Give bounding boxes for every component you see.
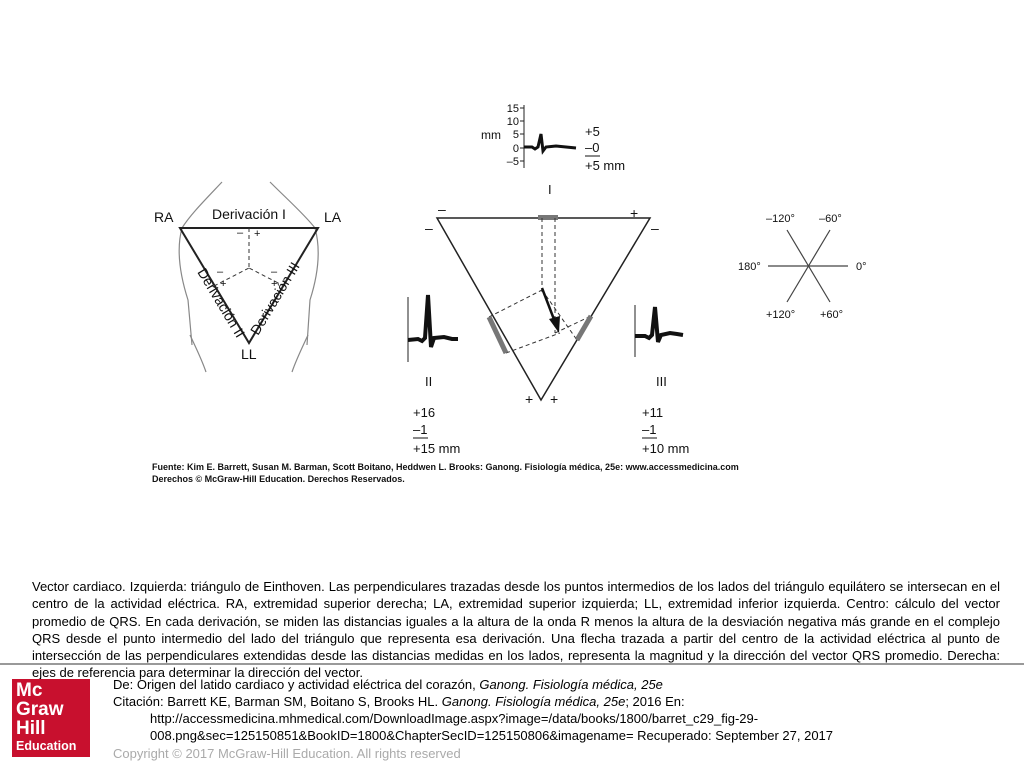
mean-qrs-vector-arrow (540, 287, 557, 323)
center-top-left-minus: – (438, 201, 446, 217)
lead1-plus-sign: + (254, 228, 260, 240)
center-right-minus: – (651, 220, 659, 236)
divider (0, 663, 1024, 665)
axis-unit-label: mm (481, 128, 501, 142)
lead1-value-net: +5 mm (585, 158, 625, 173)
lead3-plus-sign: + (271, 278, 277, 290)
lead3-name: III (656, 374, 667, 389)
einthoven-figure: RA LA LL Derivación I Derivación II Deri… (154, 103, 867, 456)
lead3-value-net: +10 mm (642, 441, 689, 456)
lead2-plus-sign: + (220, 278, 226, 290)
source-line-2: Derechos © McGraw-Hill Education. Derech… (152, 474, 405, 484)
angle-minus120: –120° (766, 213, 795, 225)
ll-label: LL (241, 346, 257, 362)
lead1-value-r: +5 (585, 124, 600, 139)
lead1-value-s: –0 (585, 140, 599, 155)
axis-tick-0: 0 (513, 143, 519, 155)
from-line: De: Origen del latido cardiaco y activid… (113, 677, 663, 692)
angle-180: 180° (738, 261, 761, 273)
angle-0: 0° (856, 261, 867, 273)
lead3-value-r: +11 (642, 405, 663, 420)
center-bottom-plus-right: + (550, 391, 558, 407)
angle-plus60: +60° (820, 309, 843, 321)
lead3-ecg-trace (635, 306, 684, 343)
citation-line: Citación: Barrett KE, Barman SM, Boitano… (113, 694, 685, 709)
axis-tick-5: 5 (513, 129, 519, 141)
lead1-name: I (548, 182, 552, 197)
center-triangle (435, 215, 652, 402)
angle-plus120: +120° (766, 309, 795, 321)
lead3-minus-sign: – (271, 266, 278, 278)
la-label: LA (324, 209, 342, 225)
center-top-right-plus: + (630, 205, 638, 221)
lead2-value-s: –1 (413, 422, 427, 437)
lead1-label: Derivación I (212, 206, 286, 222)
citation-url-line-2[interactable]: 008.png&sec=125150851&BookID=1800&Chapte… (150, 728, 834, 743)
source-line-1: Fuente: Kim E. Barrett, Susan M. Barman,… (152, 462, 739, 472)
mcgraw-hill-logo: Mc Graw Hill Education (12, 679, 90, 757)
center-left-minus: – (425, 220, 433, 236)
lead2-ecg-trace (407, 294, 458, 348)
lead2-value-net: +15 mm (413, 441, 460, 456)
citation-url-line-1[interactable]: http://accessmedicina.mhmedical.com/Down… (150, 711, 759, 726)
citation-block: De: Origen del latido cardiaco y activid… (113, 676, 1013, 744)
axis-tick-minus5: –5 (507, 156, 519, 168)
lead1-axis (520, 105, 525, 168)
figure-source: Fuente: Kim E. Barrett, Susan M. Barman,… (152, 461, 852, 485)
lead1-ecg-trace (524, 133, 577, 155)
figure-caption: Vector cardiaco. Izquierda: triángulo de… (32, 579, 1000, 681)
lead3-value-s: –1 (642, 422, 656, 437)
angle-minus60: –60° (819, 213, 842, 225)
axis-tick-15: 15 (507, 103, 519, 115)
lead2-name: II (425, 374, 432, 389)
reference-axes (768, 229, 848, 303)
ra-label: RA (154, 209, 174, 225)
lead2-minus-sign: – (217, 266, 224, 278)
copyright-notice: Copyright © 2017 McGraw-Hill Education. … (113, 746, 461, 761)
center-bottom-plus-left: + (525, 391, 533, 407)
axis-tick-10: 10 (507, 116, 519, 128)
lead1-minus-sign: – (237, 227, 244, 239)
einthoven-triangle (178, 227, 320, 345)
lead2-value-r: +16 (413, 405, 435, 420)
